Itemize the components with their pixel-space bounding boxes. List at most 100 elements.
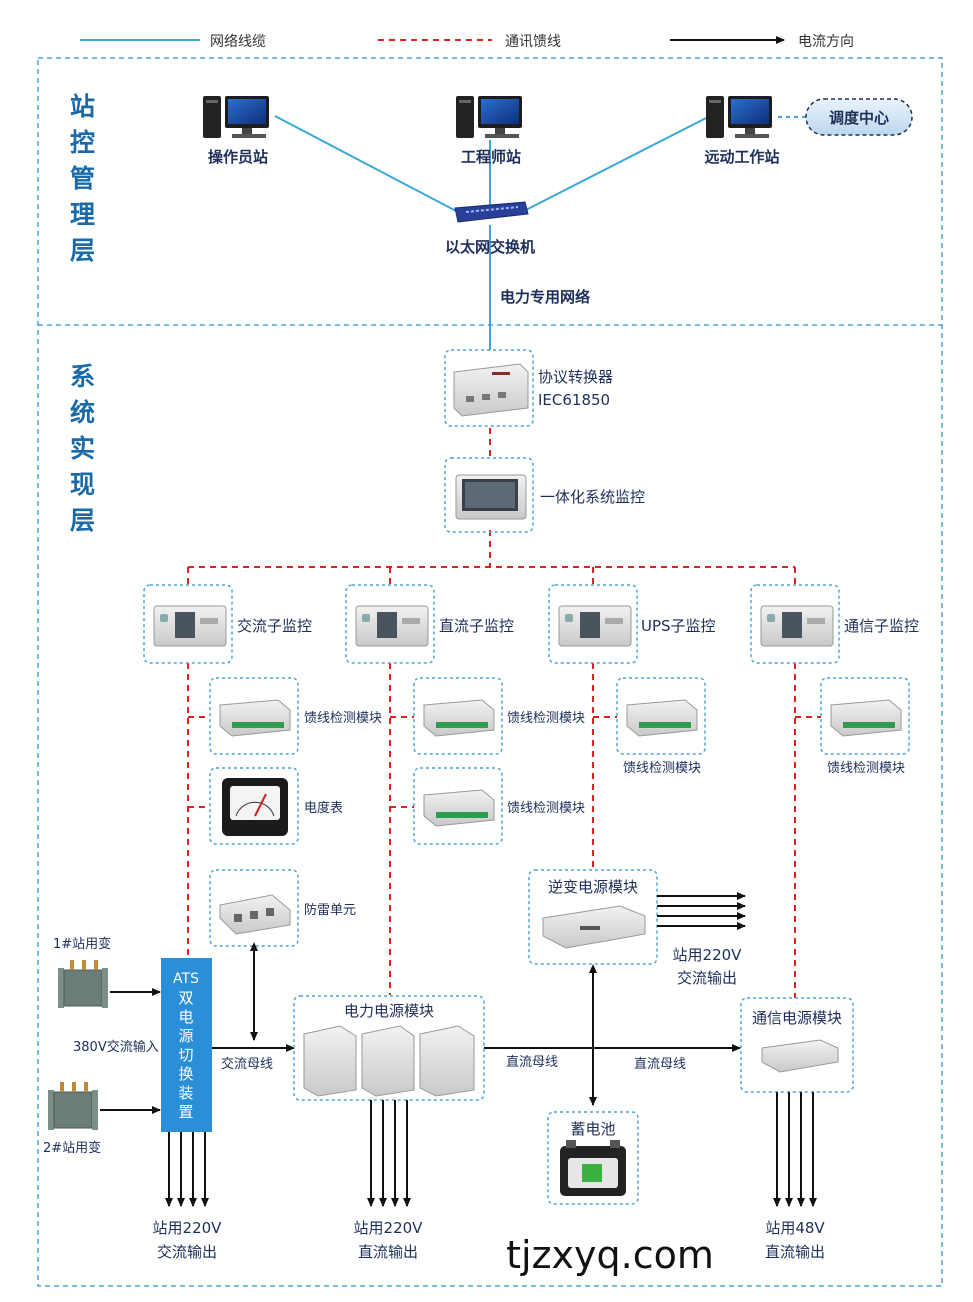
- device-frame: [345, 584, 435, 664]
- cable-operator-switch: [274, 115, 459, 213]
- transformer1-label: 1#站用变: [53, 936, 111, 952]
- device-frame: [143, 584, 233, 664]
- dispatch-label: 调度中心: [829, 109, 889, 127]
- dispatch-center[interactable]: 调度中心: [805, 98, 913, 136]
- ac380-label: 380V交流输入: [73, 1039, 159, 1055]
- energy-meter[interactable]: 电度表: [209, 767, 343, 845]
- device-frame: [750, 584, 840, 664]
- converter-label: 协议转换器: [538, 368, 613, 386]
- module-icon: [423, 789, 495, 827]
- ups-sub-monitor[interactable]: UPS子监控: [548, 584, 716, 664]
- layer-char: 理: [70, 200, 95, 229]
- operator-station[interactable]: 操作员站: [203, 96, 269, 166]
- layer-char: 层: [70, 236, 95, 265]
- transformer-2[interactable]: 2#站用变: [43, 1082, 101, 1156]
- surge-protector[interactable]: 防雷单元: [209, 869, 356, 947]
- dc-bus-label: 直流母线: [506, 1055, 558, 1070]
- device-frame: [548, 584, 638, 664]
- converter-std: IEC61850: [538, 391, 610, 409]
- surge-icon: [219, 894, 291, 935]
- network-label: 电力专用网络: [500, 288, 590, 306]
- integrated-monitor[interactable]: 一体化系统监控: [444, 457, 645, 533]
- feeder-module-ups[interactable]: 馈线检测模块: [616, 677, 706, 776]
- layer-title-station-control: 站 控 管 理 层: [70, 92, 95, 265]
- ats-outputs: [165, 1132, 209, 1207]
- legend-network-label: 网络线缆: [210, 34, 266, 50]
- converter-icon: [453, 363, 529, 417]
- meter-icon: [222, 778, 288, 836]
- ac-sub-label: 交流子监控: [237, 617, 312, 635]
- feeder-module-dc-1[interactable]: 馈线检测模块: [413, 677, 585, 755]
- device-frame: [413, 677, 503, 755]
- feeder-module-label: 馈线检测模块: [827, 761, 905, 776]
- ac-bus-label: 交流母线: [221, 1056, 273, 1072]
- feeder-module-comm[interactable]: 馈线检测模块: [820, 677, 910, 776]
- comm-sub-monitor[interactable]: 通信子监控: [750, 584, 919, 664]
- protocol-converter[interactable]: 协议转换器 IEC61850: [444, 349, 613, 427]
- comm-feeders: [187, 428, 821, 998]
- legend-feeder-label: 通讯馈线: [505, 34, 561, 50]
- ats-char: 置: [178, 1103, 193, 1121]
- layer-title-system-impl: 系 统 实 现 层: [70, 362, 95, 535]
- legend: 网络线缆 通讯馈线 电流方向: [80, 34, 854, 50]
- battery-label: 蓄电池: [570, 1120, 615, 1138]
- comm-power-outputs: [773, 1092, 817, 1207]
- ats-box: [161, 958, 212, 1132]
- out-dc-1: 站用220V: [354, 1219, 424, 1237]
- network-cables: [274, 115, 711, 350]
- device-frame: [209, 869, 299, 947]
- device-frame: [209, 767, 299, 845]
- power-supply-module[interactable]: 电力电源模块: [293, 995, 485, 1101]
- cable-remote-switch: [521, 115, 711, 213]
- battery[interactable]: 蓄电池: [547, 1111, 639, 1205]
- ats-char: 电: [178, 1008, 193, 1026]
- out-ac-2: 交流输出: [157, 1243, 217, 1261]
- device-frame: [444, 349, 534, 427]
- ac-sub-monitor[interactable]: 交流子监控: [143, 584, 312, 664]
- controller-icon: [760, 605, 834, 647]
- feeder-module-ac[interactable]: 馈线检测模块: [209, 677, 382, 755]
- operator-label: 操作员站: [208, 148, 268, 166]
- device-frame: [820, 677, 910, 755]
- ats-switch[interactable]: ATS 双 电 源 切 换 装 置: [161, 958, 212, 1132]
- touch-panel-icon: [455, 474, 527, 520]
- ats-char: 双: [178, 989, 193, 1007]
- legend-current-label: 电流方向: [798, 34, 854, 50]
- engineer-label: 工程师站: [461, 148, 521, 166]
- feeder-module-dc-2[interactable]: 馈线检测模块: [413, 767, 585, 845]
- layer-char: 控: [70, 128, 95, 157]
- surge-label: 防雷单元: [304, 902, 356, 918]
- layer-char: 层: [70, 506, 95, 535]
- ats-char: 切: [178, 1046, 193, 1064]
- comm-power-module[interactable]: 通信电源模块: [740, 997, 854, 1093]
- inverter-module[interactable]: 逆变电源模块: [528, 869, 658, 965]
- layer-char: 管: [70, 164, 95, 193]
- power-module-label: 电力电源模块: [344, 1002, 434, 1020]
- layer-char: 统: [70, 398, 95, 427]
- out-ac-1: 站用220V: [153, 1219, 223, 1237]
- inverter-outputs: [657, 892, 746, 930]
- device-frame: [616, 677, 706, 755]
- dc-bus-label-2: 直流母线: [634, 1057, 686, 1072]
- ethernet-switch[interactable]: 以太网交换机: [445, 201, 535, 256]
- layer-char: 站: [70, 92, 95, 121]
- transformer2-label: 2#站用变: [43, 1140, 101, 1156]
- remote-station[interactable]: 远动工作站: [704, 96, 780, 166]
- engineer-station[interactable]: 工程师站: [456, 96, 522, 166]
- computer-icon: [456, 96, 522, 138]
- device-frame: [740, 997, 854, 1093]
- ats-title: ATS: [173, 971, 199, 987]
- inverter-out-1: 站用220V: [673, 946, 743, 964]
- dc-sub-label: 直流子监控: [439, 617, 514, 635]
- module-icon: [626, 699, 698, 737]
- transformer-icon: [58, 960, 108, 1008]
- module-icon: [423, 699, 495, 737]
- layer-char: 实: [70, 434, 95, 463]
- switch-label: 以太网交换机: [445, 238, 535, 256]
- dc-sub-monitor[interactable]: 直流子监控: [345, 584, 514, 664]
- device-frame: [547, 1111, 639, 1205]
- controller-icon: [355, 605, 429, 647]
- inverter-label: 逆变电源模块: [548, 878, 638, 896]
- transformer-1[interactable]: 1#站用变: [53, 936, 111, 1008]
